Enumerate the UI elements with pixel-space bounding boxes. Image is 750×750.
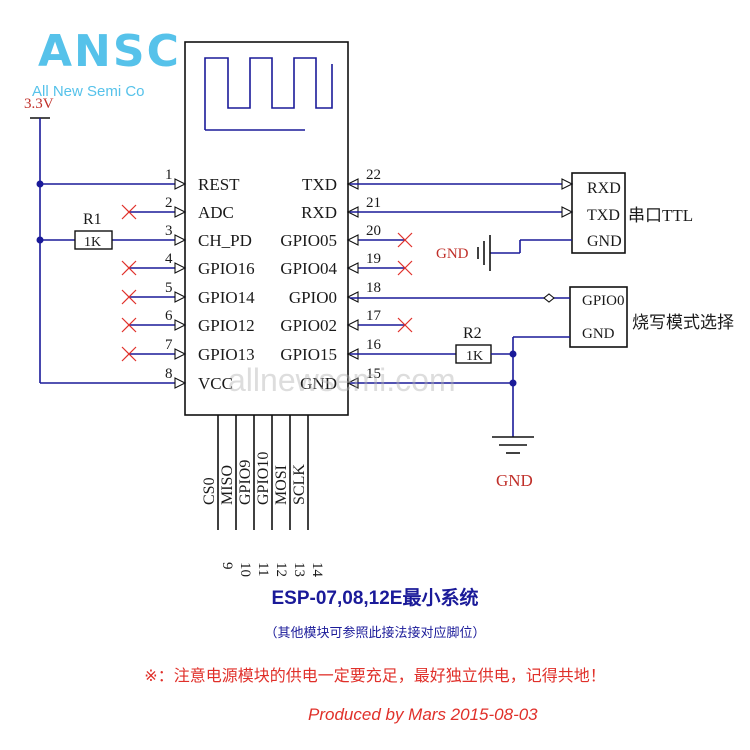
no-connect-icon (397, 232, 413, 248)
pin-name: GPIO12 (198, 316, 255, 335)
pin-name: CS0 (201, 477, 218, 505)
pin-arrow-icon (174, 206, 187, 218)
r2-name: R2 (463, 325, 482, 342)
no-connect-icon (397, 317, 413, 333)
flash-pin-gpio0: GPIO0 (582, 293, 625, 309)
r1-value: 1K (84, 235, 101, 250)
flash-header (569, 286, 628, 348)
arrow-icon (561, 178, 574, 190)
pin-name: ADC (198, 203, 234, 222)
no-connect-icon (121, 317, 137, 333)
serial-pin-gnd: GND (587, 233, 622, 250)
no-connect-icon (121, 204, 137, 220)
pin-arrow-icon (174, 377, 187, 389)
pin-number: 22 (366, 167, 381, 183)
pin-arrow-icon (174, 348, 187, 360)
pin-name: GPIO05 (280, 231, 337, 250)
r1-name: R1 (83, 211, 102, 228)
pin-number: 11 (255, 562, 271, 576)
pin-number: 20 (366, 223, 381, 239)
pin-number: 15 (366, 366, 381, 382)
pin-name: MOSI (273, 465, 290, 505)
pin-number: 18 (366, 280, 381, 296)
pin-arrow-icon (174, 178, 187, 190)
pin-arrow-icon (346, 319, 359, 331)
serial-header (571, 172, 626, 254)
diagram-subtitle: （其他模块可参照此接法接对应脚位） (264, 626, 486, 641)
pin-name: GPIO10 (255, 452, 272, 505)
pin-number: 6 (165, 308, 173, 324)
pin-number: 21 (366, 195, 381, 211)
bottom-pin-group: CS0 9 MISO 10 GPIO9 11 GPIO10 12 MOSI 13 SCLK 14 (201, 415, 325, 578)
pin-arrow-icon (174, 319, 187, 331)
warning-note: ※：注意电源模块的供电一定要充足，最好独立供电，记得共地！ (144, 666, 606, 685)
pin-number: 12 (273, 562, 289, 577)
serial-header-label: 串口TTL (628, 206, 693, 225)
pin-arrow-icon (174, 262, 187, 274)
resistor-r1 (74, 230, 113, 250)
pin-arrow-icon (174, 291, 187, 303)
pin-name: MISO (219, 465, 236, 505)
pin-name: SCLK (291, 464, 308, 505)
arrow-icon (561, 206, 574, 218)
company-logo: ANSC (38, 26, 181, 77)
junction (509, 350, 517, 358)
serial-pin-txd: TXD (587, 207, 620, 224)
no-connect-icon (121, 346, 137, 362)
pin-name: GPIO14 (198, 288, 255, 307)
pin-number: 1 (165, 167, 173, 183)
pin-name: GPIO04 (280, 259, 337, 278)
pin-number: 9 (219, 562, 235, 570)
pin-name: GND (300, 374, 337, 393)
pin-arrow-icon (174, 234, 187, 246)
vcc-label: 3.3V (24, 96, 54, 112)
pin-number: 19 (366, 251, 381, 267)
company-tagline: All New Semi Co (32, 83, 145, 100)
pin-name: TXD (302, 175, 337, 194)
pin-name: REST (198, 175, 240, 194)
r2-value: 1K (466, 349, 483, 364)
pin-number: 13 (291, 562, 307, 577)
pin-number: 14 (309, 562, 325, 578)
antenna-trace-icon (204, 57, 333, 130)
no-connect-icon (397, 260, 413, 276)
pin-name: GPIO15 (280, 345, 337, 364)
pin-name: VCC (198, 374, 233, 393)
pin-arrow-icon (346, 262, 359, 274)
pin-name: GPIO0 (289, 288, 337, 307)
pin-name: RXD (301, 203, 337, 222)
pin-number: 5 (165, 280, 173, 296)
gnd-label-bottom: GND (496, 471, 533, 490)
flash-header-label: 烧写模式选择 (632, 313, 734, 332)
pin-number: 10 (237, 562, 253, 577)
pin-name: CH_PD (198, 231, 252, 250)
pin-number: 7 (165, 337, 173, 353)
pin-name: GPIO02 (280, 316, 337, 335)
flash-pin-gnd: GND (582, 326, 615, 342)
pin-number: 4 (165, 251, 173, 267)
diagram-title: ESP-07,08,12E最小系统 (271, 588, 479, 609)
no-connect-icon (121, 260, 137, 276)
pin-arrow-icon (346, 234, 359, 246)
no-connect-icon (121, 289, 137, 305)
pin-number: 2 (165, 195, 173, 211)
pin-name: GPIO13 (198, 345, 255, 364)
gnd-label-left: GND (436, 246, 469, 262)
serial-pin-rxd: RXD (587, 180, 621, 197)
pin-arrow-icon (346, 291, 359, 303)
arrow-icon (543, 293, 555, 303)
pin-number: 3 (165, 223, 173, 239)
pin-number: 16 (366, 337, 382, 353)
credit-line: Produced by Mars 2015-08-03 (308, 705, 538, 724)
watermark: allnewsemi.com (228, 362, 456, 398)
module-body (184, 41, 349, 416)
pin-number: 17 (366, 308, 382, 324)
pin-number: 8 (165, 366, 173, 382)
pin-name: GPIO9 (237, 460, 254, 505)
pin-name: GPIO16 (198, 259, 255, 278)
